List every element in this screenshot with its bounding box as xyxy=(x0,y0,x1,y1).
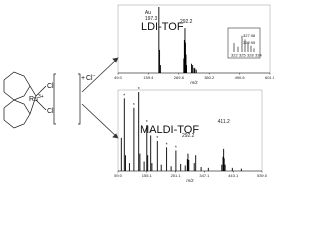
star-marker: * xyxy=(138,87,140,93)
x-tick-label: 159.4 xyxy=(143,75,154,80)
inset-frame xyxy=(227,27,261,59)
arrow-head-ldi xyxy=(112,57,119,63)
inset-tick-label: 322 xyxy=(231,53,238,58)
arrow-to-maldi xyxy=(81,103,119,139)
arrow-head-maldi xyxy=(112,133,119,139)
x-tick-label: 601.0 xyxy=(265,75,274,80)
x-tick-label: 155.1 xyxy=(142,173,153,178)
maldi-tof-label: MALDI-TOF xyxy=(140,124,200,136)
bond-cl-upper xyxy=(35,85,47,97)
macrocycle-ring-upper xyxy=(3,71,31,101)
arrows xyxy=(81,57,119,139)
x-tick-label: 347.1 xyxy=(199,173,210,178)
x-tick-label: 251.1 xyxy=(171,173,182,178)
inset-annotation: 322.95 xyxy=(243,40,256,45)
x-tick-label: 539.0 xyxy=(257,173,268,178)
x-axis-title: m/z xyxy=(190,80,198,85)
ruthenium-complex-structure xyxy=(3,71,81,129)
x-tick-label: 380.2 xyxy=(204,75,215,80)
star-marker: * xyxy=(166,142,168,148)
bond-cl-lower xyxy=(35,99,47,111)
star-marker: * xyxy=(133,103,135,109)
inset-tick-label: 334 xyxy=(255,53,262,58)
inset-tick-label: 325 xyxy=(239,53,246,58)
x-tick-label: 59.0 xyxy=(114,173,123,178)
peak-annotation: 292.2 xyxy=(182,133,195,139)
star-marker: * xyxy=(175,145,177,151)
peak-annotation: 292.2 xyxy=(180,19,193,25)
arrow-to-ldi xyxy=(81,57,119,93)
peak-annotation: 197.3 xyxy=(145,16,158,22)
figure-canvas: Ru3+ Cl Cl + Cl− 49.0 159.4 269.8 380.2 490.… xyxy=(3,4,274,183)
bracket-left xyxy=(53,73,56,125)
inset-tick-label: 328 xyxy=(247,53,254,58)
x-tick-label: 269.8 xyxy=(174,75,185,80)
chloride-upper-label: Cl xyxy=(47,83,54,90)
peak-annotation: Au xyxy=(145,10,151,16)
x-tick-label: 490.6 xyxy=(235,75,246,80)
star-marker: * xyxy=(156,136,158,142)
x-tick-label: 49.0 xyxy=(114,75,123,80)
star-marker: * xyxy=(146,120,148,126)
inset-annotation: 327.98 xyxy=(243,33,256,38)
chloride-lower-label: Cl xyxy=(47,108,54,115)
x-tick-label: 443.1 xyxy=(228,173,239,178)
counter-ion-label: Cl− xyxy=(86,73,96,82)
star-marker: * xyxy=(123,93,125,99)
star-marker: * xyxy=(150,130,152,136)
bracket-right xyxy=(78,73,81,125)
metal-label: Ru3+ xyxy=(29,94,44,103)
complex-charge-label: + xyxy=(81,75,85,82)
macrocycle-ring-lower xyxy=(3,99,31,129)
x-axis-title: m/z xyxy=(186,178,194,183)
ldi-tof-label: LDI-TOF xyxy=(141,21,184,33)
peak-annotation: 411.2 xyxy=(218,119,230,125)
